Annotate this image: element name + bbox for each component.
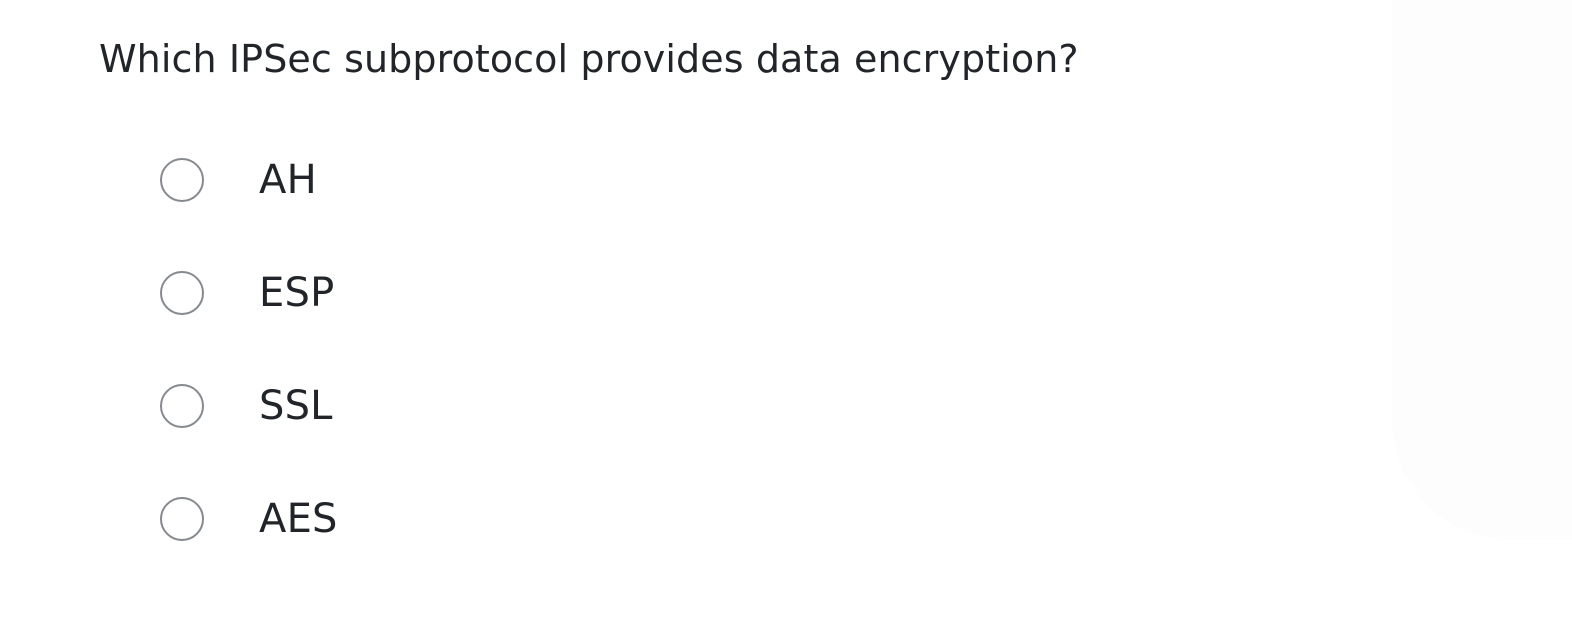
answer-options-group[interactable]: AH ESP SSL AES [160,157,1060,542]
answer-option-4[interactable]: AES [160,496,1060,542]
answer-option-label: SSL [259,383,333,429]
question-text: Which IPSec subprotocol provides data en… [99,37,1079,81]
radio-unselected-icon[interactable] [160,384,204,428]
radio-unselected-icon[interactable] [160,158,204,202]
question-block: Which IPSec subprotocol provides data en… [99,37,1399,82]
answer-option-1[interactable]: AH [160,157,1060,203]
answer-option-label: AES [259,496,338,542]
radio-unselected-icon[interactable] [160,497,204,541]
answer-option-3[interactable]: SSL [160,383,1060,429]
background-panel-decoration [1392,0,1572,540]
answer-option-2[interactable]: ESP [160,270,1060,316]
answer-option-label: ESP [259,270,335,316]
radio-unselected-icon[interactable] [160,271,204,315]
answer-option-label: AH [259,157,317,203]
